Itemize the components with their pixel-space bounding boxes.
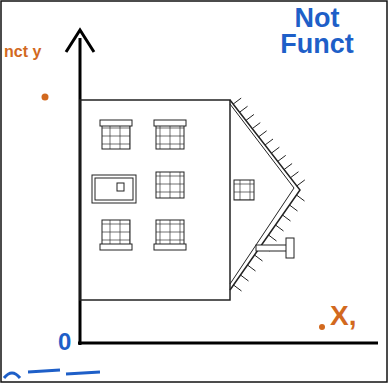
- point-dot: [319, 324, 325, 330]
- annotation-note: Not Funct: [262, 6, 372, 57]
- axis-arrow: [66, 30, 94, 52]
- axis-label: nct y: [4, 44, 41, 60]
- house: [80, 98, 305, 300]
- axis-label: X,: [330, 302, 356, 330]
- point-dot: [42, 94, 49, 101]
- x-axis: [78, 342, 378, 345]
- scribble: [4, 370, 100, 378]
- origin-label: 0: [58, 330, 71, 354]
